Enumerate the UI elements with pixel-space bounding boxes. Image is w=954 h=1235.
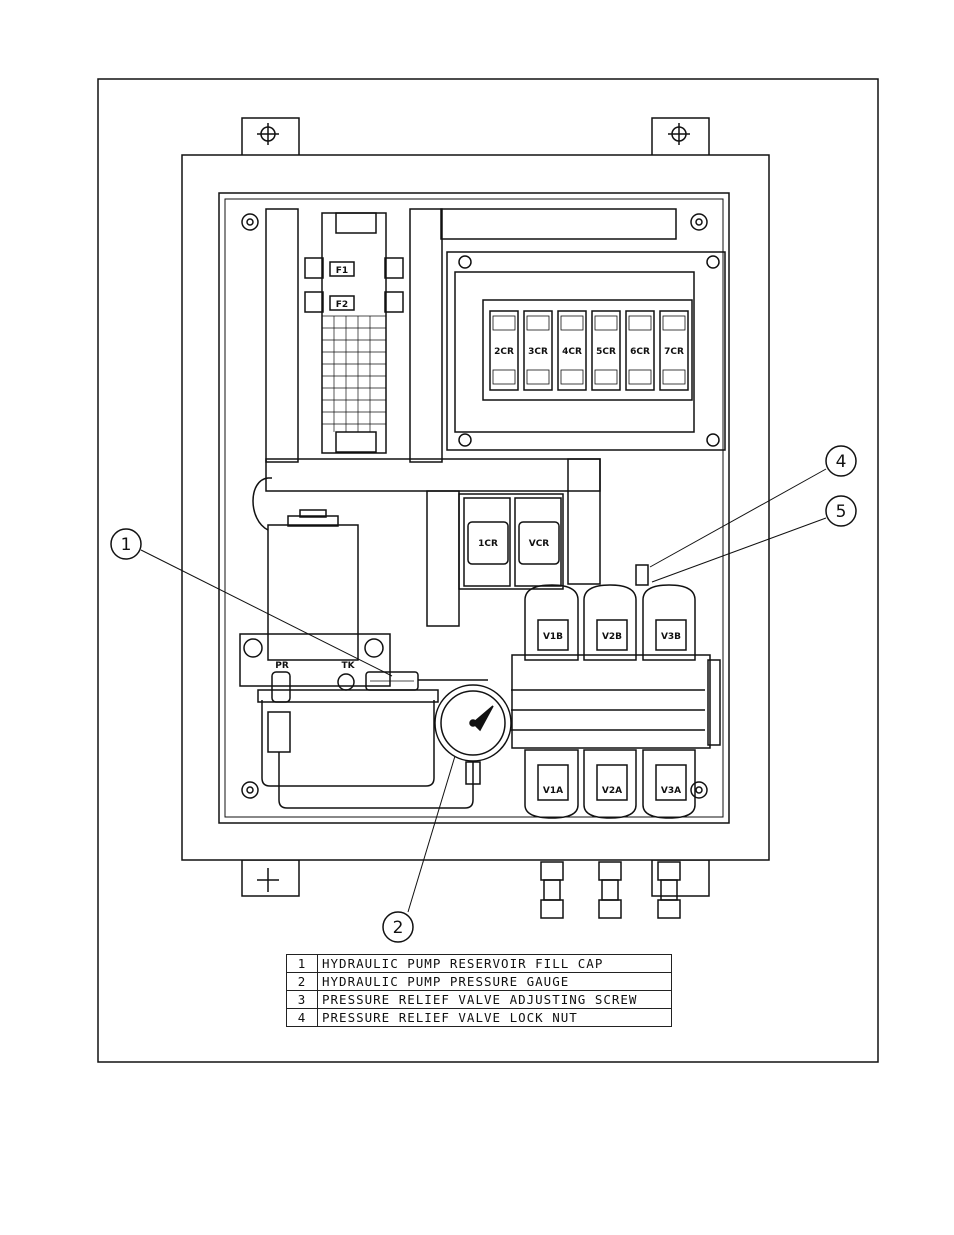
callout-number-5: 5 xyxy=(836,502,847,522)
mounting-tab-bottom-left xyxy=(241,859,300,897)
valve-label-v2b: V2B xyxy=(602,632,622,642)
page-frame xyxy=(97,78,879,1063)
legend-description: HYDRAULIC PUMP RESERVOIR FILL CAP xyxy=(317,954,672,973)
valve-manifold xyxy=(511,654,721,749)
legend-number: 2 xyxy=(286,972,318,991)
backplate xyxy=(218,192,730,824)
legend-description: PRESSURE RELIEF VALVE ADJUSTING SCREW xyxy=(317,990,672,1009)
legend-description: HYDRAULIC PUMP PRESSURE GAUGE xyxy=(317,972,672,991)
small-relays xyxy=(458,493,564,590)
relay-label-2cr: 2CR xyxy=(494,347,514,357)
relay-panel xyxy=(446,251,726,451)
pressure-gauge xyxy=(434,684,512,785)
relay-label-3cr: 3CR xyxy=(528,347,548,357)
leader-lines xyxy=(140,468,827,913)
callout-circle-5 xyxy=(825,495,857,527)
backplate-screws xyxy=(241,213,708,799)
legend-number: 3 xyxy=(286,990,318,1009)
callout-circle-2 xyxy=(382,911,414,943)
callout-circle-1 xyxy=(110,528,142,560)
solenoid-valves-a xyxy=(524,749,696,819)
legend-row: 1 HYDRAULIC PUMP RESERVOIR FILL CAP xyxy=(286,954,672,973)
bottom-fittings xyxy=(540,861,681,919)
callout-number-2: 2 xyxy=(393,918,404,938)
relay-label-vcr: VCR xyxy=(529,539,550,549)
valve-label-v2a: V2A xyxy=(602,786,622,796)
solenoid-valves-b xyxy=(524,564,696,661)
relay-label-6cr: 6CR xyxy=(630,347,650,357)
relay-label-5cr: 5CR xyxy=(596,347,616,357)
port-fittings xyxy=(267,671,474,809)
relay-label-4cr: 4CR xyxy=(562,347,582,357)
valve-label-v1a: V1A xyxy=(543,786,563,796)
callout-number-1: 1 xyxy=(121,535,132,555)
fuse-f2 xyxy=(329,295,355,311)
legend-description: PRESSURE RELIEF VALVE LOCK NUT xyxy=(317,1008,672,1027)
port-label-tk: TK xyxy=(341,661,355,671)
valve-label-v3a: V3A xyxy=(661,786,681,796)
legend-number: 1 xyxy=(286,954,318,973)
legend-number: 4 xyxy=(286,1008,318,1027)
mounting-tab-top-left xyxy=(241,117,300,157)
mounting-tab-top-right xyxy=(651,117,710,157)
hydraulic-tubing xyxy=(418,679,705,731)
fuse-label-f2: F2 xyxy=(336,300,348,310)
pump-reservoir xyxy=(239,633,439,787)
port-label-pr: PR xyxy=(275,661,289,671)
terminal-strip xyxy=(304,212,404,454)
valve-label-v3b: V3B xyxy=(661,632,681,642)
callout-number-4: 4 xyxy=(836,452,847,472)
relay-label-1cr: 1CR xyxy=(478,539,498,549)
fuse-f1 xyxy=(329,261,355,277)
legend-row: 2 HYDRAULIC PUMP PRESSURE GAUGE xyxy=(286,972,672,991)
relay-label-7cr: 7CR xyxy=(664,347,684,357)
legend-row: 4 PRESSURE RELIEF VALVE LOCK NUT xyxy=(286,1008,672,1027)
valve-label-v1b: V1B xyxy=(543,632,563,642)
reservoir-fill-cap xyxy=(365,671,419,691)
pump-motor xyxy=(252,477,359,661)
fuse-label-f1: F1 xyxy=(336,266,348,276)
legend-row: 3 PRESSURE RELIEF VALVE ADJUSTING SCREW xyxy=(286,990,672,1009)
callout-circle-4 xyxy=(825,445,857,477)
parts-legend-table: 1 HYDRAULIC PUMP RESERVOIR FILL CAP 2 HY… xyxy=(286,954,672,1027)
